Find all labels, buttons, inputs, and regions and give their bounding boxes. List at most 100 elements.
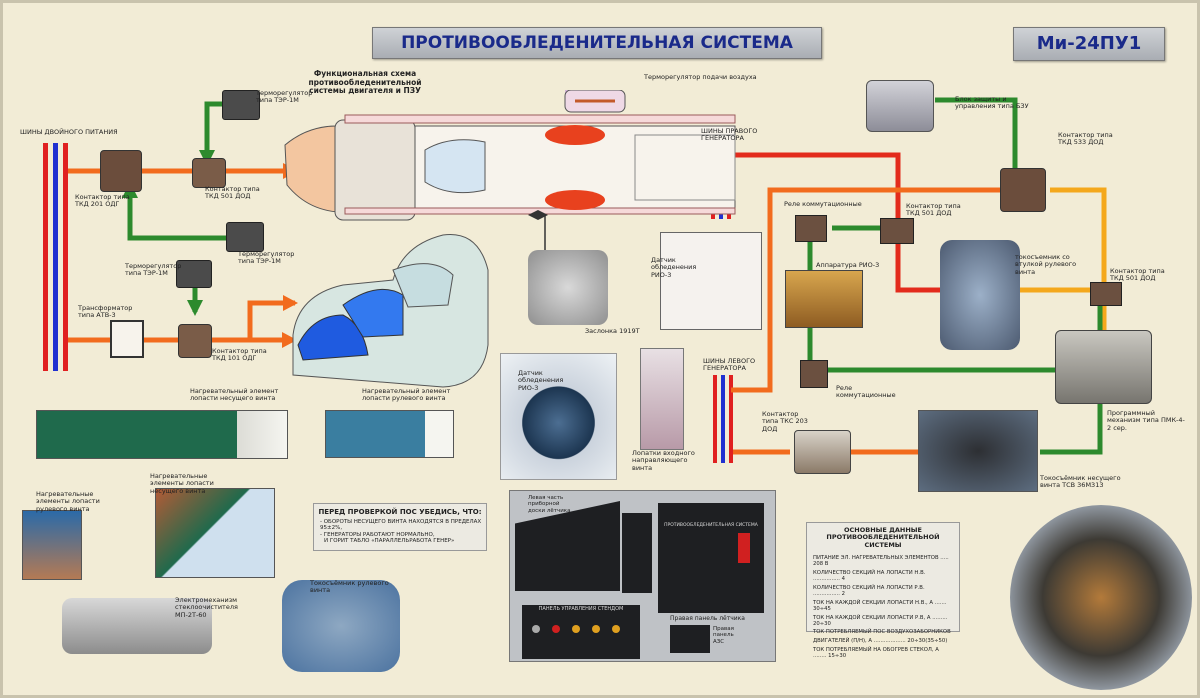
rio-sensor-drawing: [660, 232, 762, 330]
relay-low-label: Реле коммутационные: [836, 384, 896, 400]
checklist-plate: ПЕРЕД ПРОВЕРКОЙ ПОС УБЕДИСЬ, ЧТО: - ОБОР…: [313, 503, 487, 551]
left-gen-bus-red: [713, 375, 717, 463]
azs-panel-label: Правая панель АЗС: [713, 626, 734, 645]
pmk-mechanism: [1055, 330, 1152, 404]
main-blade-elems-label: Нагревательные элементы лопасти несущего…: [150, 472, 214, 495]
ter1m-top-label: Терморегулятор типа ТЭР-1М: [256, 89, 313, 105]
arrow-to-cockpit-2: [282, 332, 297, 348]
tkd501-left-label: Контактор типа ТКД 501 ДОД: [205, 185, 260, 201]
valve-1919t: [528, 250, 608, 325]
spec-row: ТОК ПОТРЕБЛЯЕМЫЙ ПОС ВОЗДУХОЗАБОРНИКОВ: [813, 629, 951, 636]
thermoregulator-low: [176, 260, 212, 288]
left-instrument-panel: [515, 501, 620, 591]
relay-top: [795, 215, 827, 242]
tail-rotor-collector: [940, 240, 1020, 350]
arrow-to-cockpit: [283, 295, 298, 311]
checklist-item-1: - ОБОРОТЫ НЕСУЩЕГО ВИНТА НАХОДЯТСЯ В ПРЕ…: [320, 519, 482, 532]
model-plate: Ми-24ПУ1: [1013, 27, 1165, 61]
model-name: Ми-24ПУ1: [1036, 33, 1142, 54]
engine-scheme-label: Функциональная схема противообледенитель…: [308, 69, 422, 96]
wiper-motor: [62, 598, 212, 654]
switch-5[interactable]: [612, 625, 620, 633]
switch-2[interactable]: [552, 625, 560, 633]
thermoregulator-mid: [226, 222, 264, 252]
specs-table: ПИТАНИЕ ЭЛ. НАГРЕВАТЕЛЬНЫХ ЭЛЕМЕНТОВ ...…: [807, 553, 959, 660]
main-blade-label: Нагревательный элемент лопасти несущего …: [190, 387, 279, 403]
switch-4[interactable]: [592, 625, 600, 633]
bzu-label: Блок защиты и управления типа БЗУ: [955, 95, 1029, 111]
orange-wire-right: [731, 187, 1000, 393]
inlet-vane-drawing: [640, 348, 684, 450]
tail-blade-elements: [22, 510, 82, 580]
specs-heading: ОСНОВНЫЕ ДАННЫЕ ПРОТИВООБЛЕДЕНИТЕЛЬНОЙ С…: [826, 526, 940, 549]
switch-3[interactable]: [572, 625, 580, 633]
left-gen-bus-blue: [721, 375, 725, 463]
checklist-item-2: - ГЕНЕРАТОРЫ РАБОТАЮТ НОРМАЛЬНО,: [320, 531, 435, 538]
wiper-motor-label: Электромеханизм стеклоочистителя МП-2Т-6…: [175, 596, 238, 619]
checklist-item-3: И ГОРИТ ТАБЛО «ПАРАЛЛЕЛЬРАБОТА ГЕНЕР»: [324, 537, 455, 544]
spec-row: ТОК ПОТРЕБЛЯЕМЫЙ НА ОБОГРЕВ СТЕКОЛ, А ..…: [813, 647, 939, 660]
tail-blade-heater: [325, 410, 454, 458]
tail-rotor-collector-2: [282, 580, 400, 672]
ter1m-low-label: Терморегулятор типа ТЭР-1М: [125, 262, 182, 278]
dual-bus-label: ШИНЫ ДВОЙНОГО ПИТАНИЯ: [20, 128, 118, 136]
page-title: ПРОТИВООБЛЕДЕНИТЕЛЬНАЯ СИСТЕМА: [401, 33, 793, 53]
contactor-tks203: [794, 430, 851, 474]
bus-bar-red-2: [63, 143, 68, 371]
right-gen-label: ШИНЫ ПРАВОГО ГЕНЕРАТОРА: [701, 127, 758, 143]
engine-scheme-drawing: [284, 90, 736, 221]
warning-lamp-red: [738, 533, 750, 563]
rio-sensor-photo: [500, 353, 617, 480]
ter1m-mid-label: Терморегулятор типа ТЭР-1М: [238, 250, 295, 266]
center-instrument-strip: [622, 513, 652, 593]
inlet-vanes-label: Лопатки входного направляющего винта: [632, 449, 695, 472]
spec-row: КОЛИЧЕСТВО СЕКЦИЙ НА ЛОПАСТИ Р.В. ......…: [813, 584, 925, 597]
main-collector-label: Токосъёмник несущего винта ТСВ 36М313: [1040, 474, 1121, 490]
yellow-wire-right: [1000, 187, 1107, 293]
arrow-green-3: [187, 300, 203, 316]
tkd201-label: Контактор типа ТКД 201 ОДГ: [75, 193, 130, 209]
orange-wires-left: [68, 168, 295, 343]
stand-panel-label: ПАНЕЛЬ УПРАВЛЕНИЯ СТЕНДОМ: [538, 606, 624, 612]
relay-top-label: Реле коммутационные: [784, 200, 862, 208]
tkd533-label: Контактор типа ТКД 533 ДОД: [1058, 131, 1113, 147]
left-gen-label: ШИНЫ ЛЕВОГО ГЕНЕРАТОРА: [703, 357, 756, 373]
right-panel-label: Правая панель лётчика: [670, 615, 745, 622]
checklist-heading: ПЕРЕД ПРОВЕРКОЙ ПОС УБЕДИСЬ, ЧТО:: [318, 508, 482, 516]
tail-collector-label: токосъемник со втулкой рулевого винта: [1015, 253, 1077, 276]
right-pilot-panel: ПРОТИВООБЛЕДЕНИТЕЛЬНАЯ СИСТЕМА: [658, 503, 764, 613]
spec-row: ТОК НА КАЖДОЙ СЕКЦИИ ЛОПАСТИ Р.В, А ....…: [813, 614, 948, 627]
spec-row: ТОК НА КАЖДОЙ СЕКЦИИ ЛОПАСТИ Н.В., А ...…: [813, 599, 947, 612]
contactor-tkd501-right: [1090, 282, 1122, 306]
thermoregulator-top: [222, 90, 260, 120]
cockpit-panel-stand: ПРОТИВООБЛЕДЕНИТЕЛЬНАЯ СИСТЕМА ПАНЕЛЬ УП…: [509, 490, 776, 662]
spec-row: КОЛИЧЕСТВО СЕКЦИЙ НА ЛОПАСТИ Н.В. ......…: [813, 569, 926, 582]
main-blade-elements: [155, 488, 275, 578]
left-gen-bus-red-2: [729, 375, 733, 463]
valve-label: Заслонка 1919Т: [585, 327, 640, 335]
tail-blade-label: Нагревательный элемент лопасти рулевого …: [362, 387, 451, 403]
transformer-atv3: [110, 320, 144, 358]
contactor-tkd533: [1000, 168, 1046, 212]
rio3-equipment-label: Аппаратура РИО-3: [816, 261, 880, 269]
stand-control-panel: ПАНЕЛЬ УПРАВЛЕНИЯ СТЕНДОМ: [522, 605, 640, 659]
contactor-tkd501-mid: [880, 218, 914, 244]
rio-sensor-label: Датчик обледенения РИО-3: [651, 256, 697, 279]
azs-panel: [670, 625, 710, 653]
right-panel-title: ПРОТИВООБЛЕДЕНИТЕЛЬНАЯ СИСТЕМА: [664, 523, 758, 528]
air-regulator-label: Терморегулятор подачи воздуха: [644, 73, 757, 81]
bus-bar-red: [43, 143, 48, 371]
contactor-tkd501-left: [192, 158, 226, 188]
switch-1[interactable]: [532, 625, 540, 633]
bzu-block: [866, 80, 934, 132]
relay-low: [800, 360, 828, 388]
tkd501-mid-label: Контактор типа ТКД 501 ДОД: [906, 202, 961, 218]
spec-row: ПИТАНИЕ ЭЛ. НАГРЕВАТЕЛЬНЫХ ЭЛЕМЕНТОВ ...…: [813, 554, 949, 567]
tkd101-label: Контактор типа ТКД 101 ОДГ: [212, 347, 267, 363]
pmk-label: Программный механизм типа ПМК-4-2 сер.: [1107, 409, 1185, 432]
title-plate: ПРОТИВООБЛЕДЕНИТЕЛЬНАЯ СИСТЕМА: [372, 27, 822, 59]
main-rotor-collector-photo: [918, 410, 1038, 492]
contactor-tkd201: [100, 150, 142, 192]
